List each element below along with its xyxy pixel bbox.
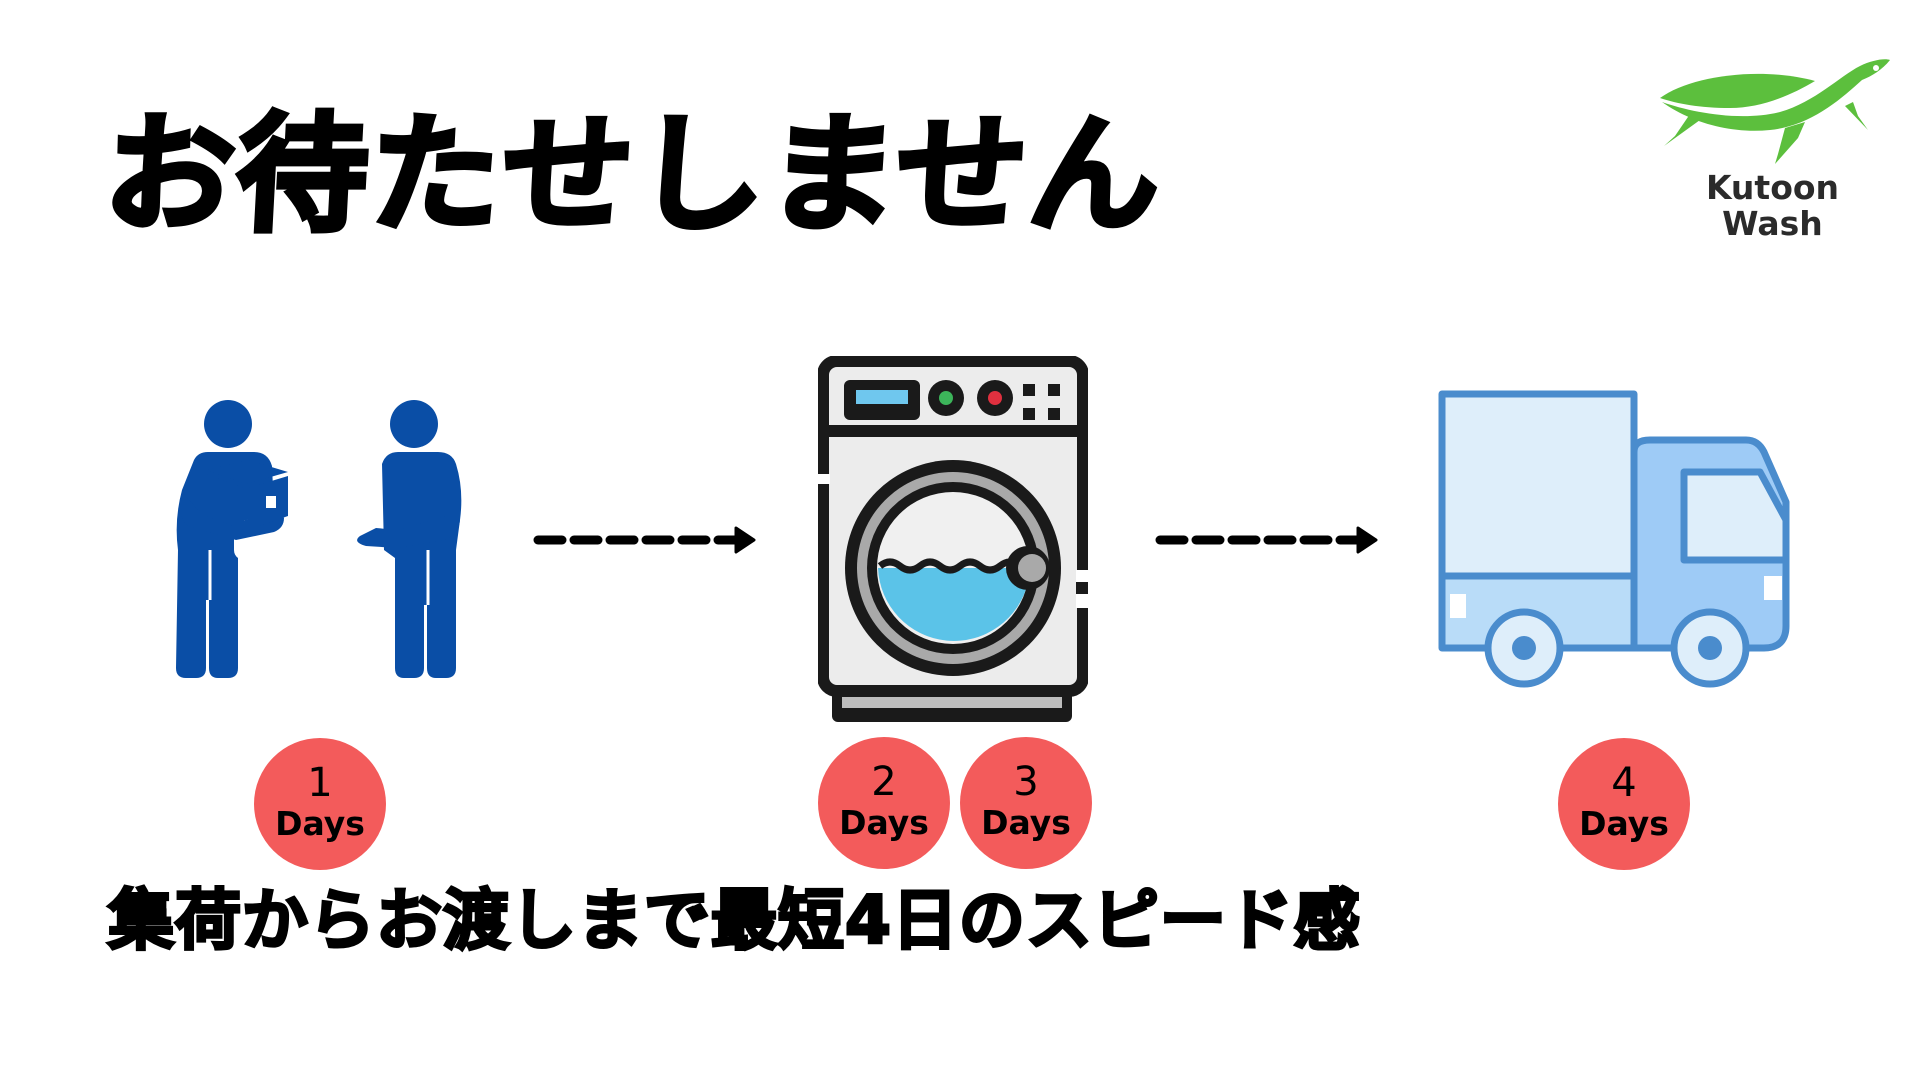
day-badge-number: 4	[1611, 760, 1637, 806]
brand-name: Kutoon Wash	[1660, 170, 1885, 242]
brand-name-line2: Wash	[1722, 204, 1823, 243]
day-badge-number: 2	[871, 759, 897, 805]
day-badge-unit: Days	[1579, 804, 1669, 843]
delivery-truck-icon	[1438, 390, 1790, 688]
package-handover-icon	[176, 400, 462, 678]
day-badge-number: 1	[307, 760, 333, 806]
tagline: 集荷からお渡しまで最短4日のスピード感	[107, 882, 1362, 959]
dashed-arrow-right-icon	[1155, 526, 1378, 554]
washing-machine-icon	[818, 356, 1088, 722]
brand-name-line1: Kutoon	[1705, 168, 1840, 207]
day-badge-unit: Days	[981, 803, 1071, 842]
day-badge-unit: Days	[275, 804, 365, 843]
day-badge: 1 Days	[254, 738, 386, 870]
day-badge-number: 3	[1013, 759, 1039, 805]
dashed-arrow-right-icon	[533, 526, 756, 554]
turtle-icon	[1660, 59, 1890, 164]
day-badge-unit: Days	[839, 803, 929, 842]
day-badge: 2 Days	[818, 737, 950, 869]
day-badge: 4 Days	[1558, 738, 1690, 870]
day-badge: 3 Days	[960, 737, 1092, 869]
page-title: お待たせしません	[98, 98, 1168, 252]
brand-logo	[1650, 36, 1895, 246]
